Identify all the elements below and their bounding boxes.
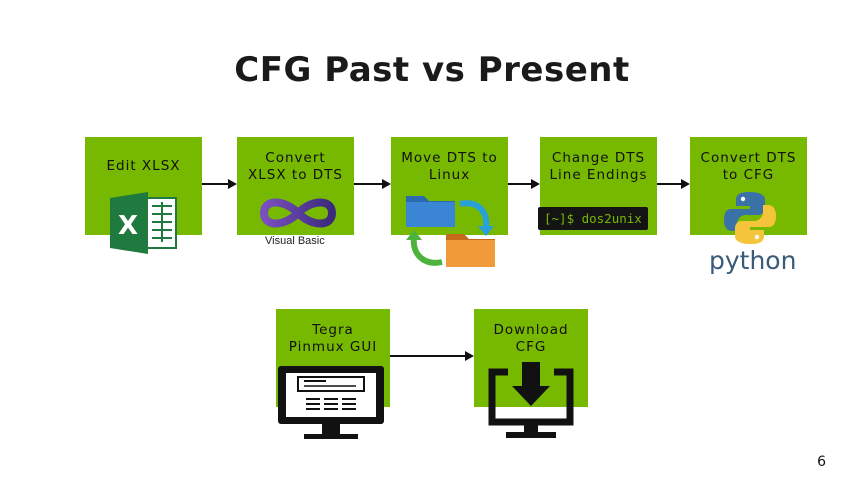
box-label: Move DTS to Linux bbox=[401, 150, 498, 183]
box-label: Convert XLSX to DTS bbox=[248, 150, 343, 183]
box-label: Download CFG bbox=[493, 322, 569, 355]
arrow-right-icon bbox=[657, 179, 690, 189]
box-label: Change DTS Line Endings bbox=[549, 150, 648, 183]
arrow-right-icon bbox=[354, 179, 391, 189]
python-icon bbox=[724, 192, 776, 244]
box-convert-to-cfg: Convert DTS to CFG bbox=[690, 137, 807, 235]
svg-text:X: X bbox=[118, 211, 138, 241]
visual-basic-icon bbox=[259, 198, 337, 228]
terminal-icon: [~]$ dos2unix bbox=[538, 207, 648, 230]
monitor-gui-icon bbox=[278, 366, 384, 439]
arrow-right-icon bbox=[202, 179, 237, 189]
box-label: Convert DTS to CFG bbox=[700, 150, 797, 183]
page-number: 6 bbox=[817, 454, 826, 470]
visual-basic-label: Visual Basic bbox=[265, 235, 325, 247]
monitor-download-icon bbox=[488, 362, 574, 438]
folder-sync-icon bbox=[406, 196, 495, 267]
arrow-right-icon bbox=[390, 351, 474, 361]
arrow-right-icon bbox=[508, 179, 540, 189]
excel-icon: X bbox=[110, 192, 177, 254]
slide-title: CFG Past vs Present bbox=[234, 50, 630, 90]
box-label: Edit XLSX bbox=[106, 158, 181, 174]
box-label: Tegra Pinmux GUI bbox=[288, 322, 378, 355]
python-label: python bbox=[709, 246, 797, 275]
